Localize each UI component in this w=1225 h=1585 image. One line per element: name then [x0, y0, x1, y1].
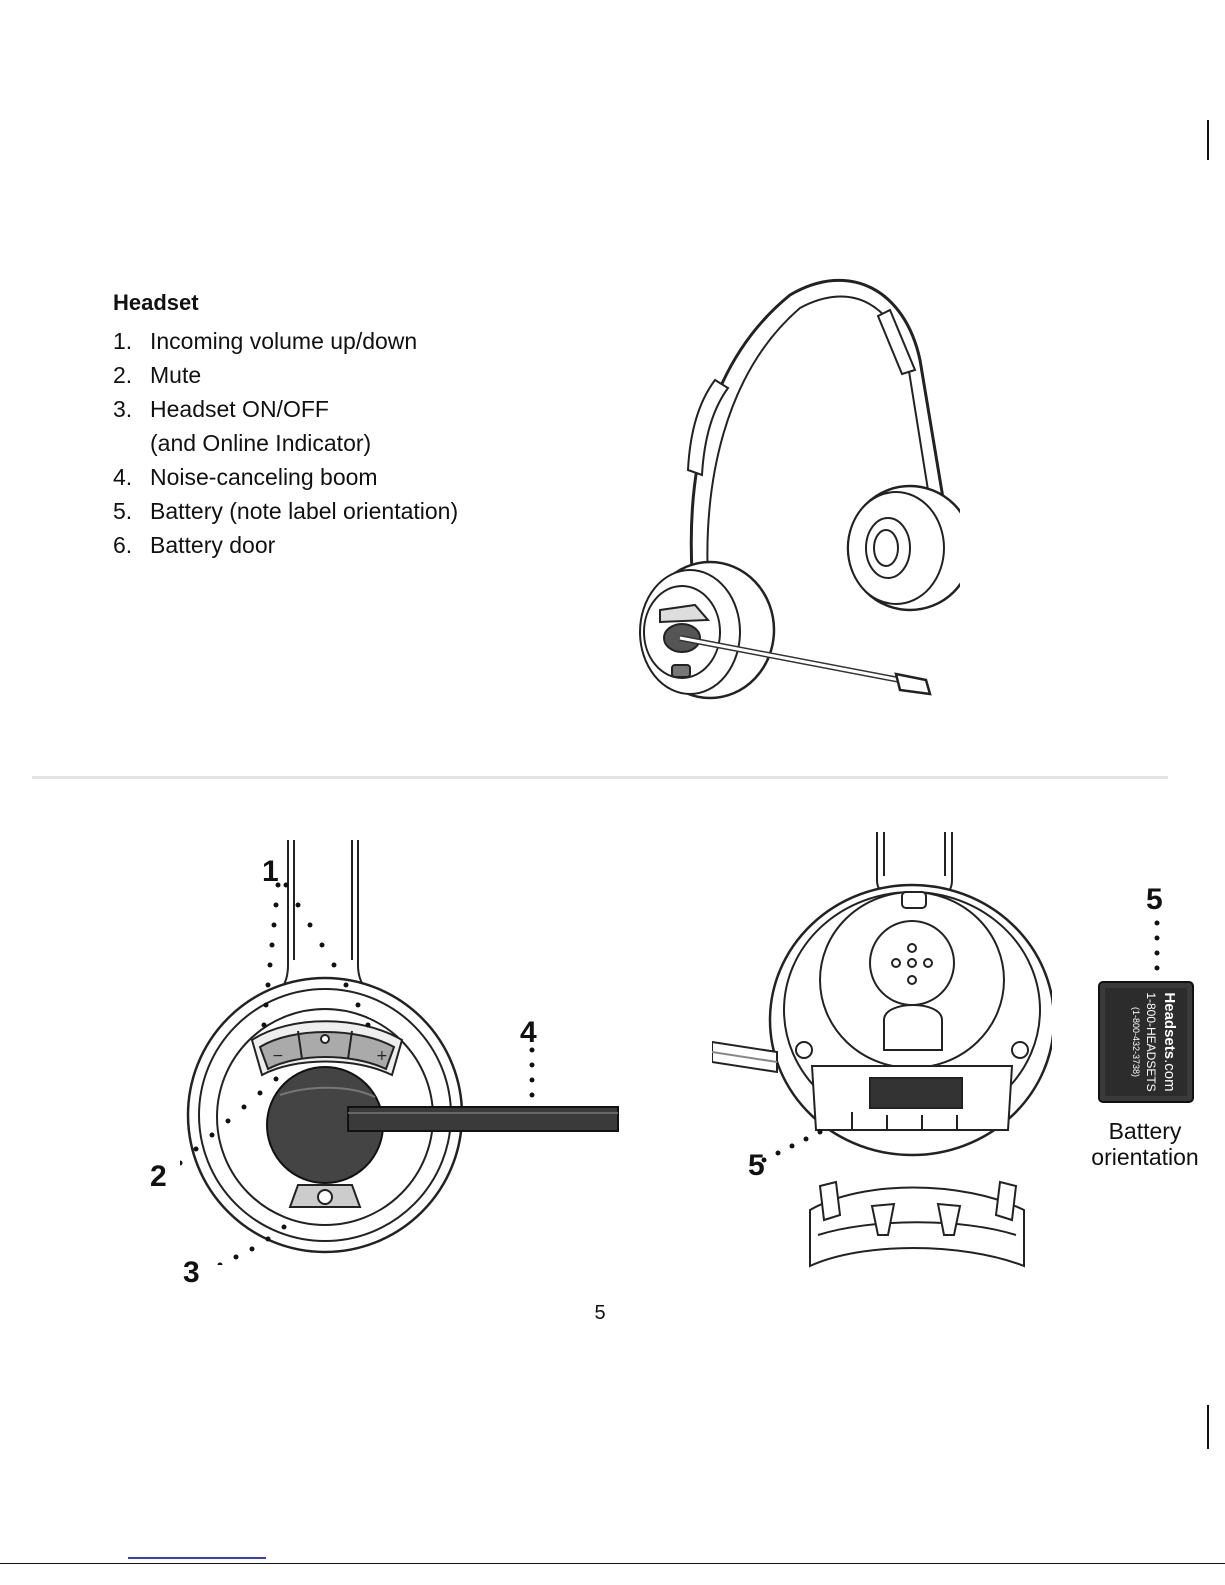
callout-volume: 1	[262, 855, 279, 889]
list-item: 4.Noise-canceling boom	[113, 460, 583, 494]
list-item: 1.Incoming volume up/down	[113, 324, 583, 358]
battery-brand-suffix: .com	[1161, 1059, 1178, 1092]
crop-mark-top-right	[1207, 120, 1209, 160]
section-divider	[32, 776, 1168, 779]
battery-phone-text: 1-800-HEADSETS	[1144, 992, 1158, 1091]
list-item-subtext: (and Online Indicator)	[150, 426, 583, 460]
svg-text:Headsets.com: Headsets.com	[1161, 992, 1178, 1091]
battery-phone-numeric: (1-800-432-3738)	[1131, 1007, 1141, 1077]
battery-pack-illustration: Headsets.com 1-800-HEADSETS (1-800-432-3…	[1095, 918, 1200, 1108]
section-title: Headset	[113, 288, 583, 318]
page-number: 5	[585, 1302, 615, 1325]
parts-ordered-list: 1.Incoming volume up/down 2.Mute 3.Heads…	[113, 324, 583, 562]
list-item-text: Headset ON/OFF	[150, 396, 329, 422]
callout-boom: 4	[520, 1016, 537, 1050]
svg-text:−: −	[272, 1048, 284, 1064]
battery-brand-text: Headsets	[1161, 992, 1178, 1059]
list-item: 2.Mute	[113, 358, 583, 392]
list-item: 3.Headset ON/OFF(and Online Indicator)	[113, 392, 583, 460]
callout-battery-inside: 5	[748, 1149, 765, 1183]
callout-battery-pack: 5	[1146, 883, 1163, 917]
crop-mark-bottom-right	[1207, 1405, 1209, 1449]
headset-overview-illustration	[620, 270, 960, 720]
svg-text:+: +	[376, 1048, 388, 1064]
list-item: 5.Battery (note label orientation)	[113, 494, 583, 528]
headset-parts-list: Headset 1.Incoming volume up/down 2.Mute…	[113, 288, 583, 562]
list-item: 6.Battery door	[113, 528, 583, 562]
crop-mark-bottom-line	[0, 1563, 1225, 1564]
callout-mute: 2	[150, 1160, 167, 1194]
callout-power: 3	[183, 1256, 200, 1290]
earcup-controls-illustration: − +	[180, 835, 620, 1265]
battery-compartment-illustration	[712, 830, 1052, 1285]
battery-orientation-caption: Battery orientation	[1080, 1118, 1210, 1170]
footer-link-underline	[128, 1557, 266, 1559]
